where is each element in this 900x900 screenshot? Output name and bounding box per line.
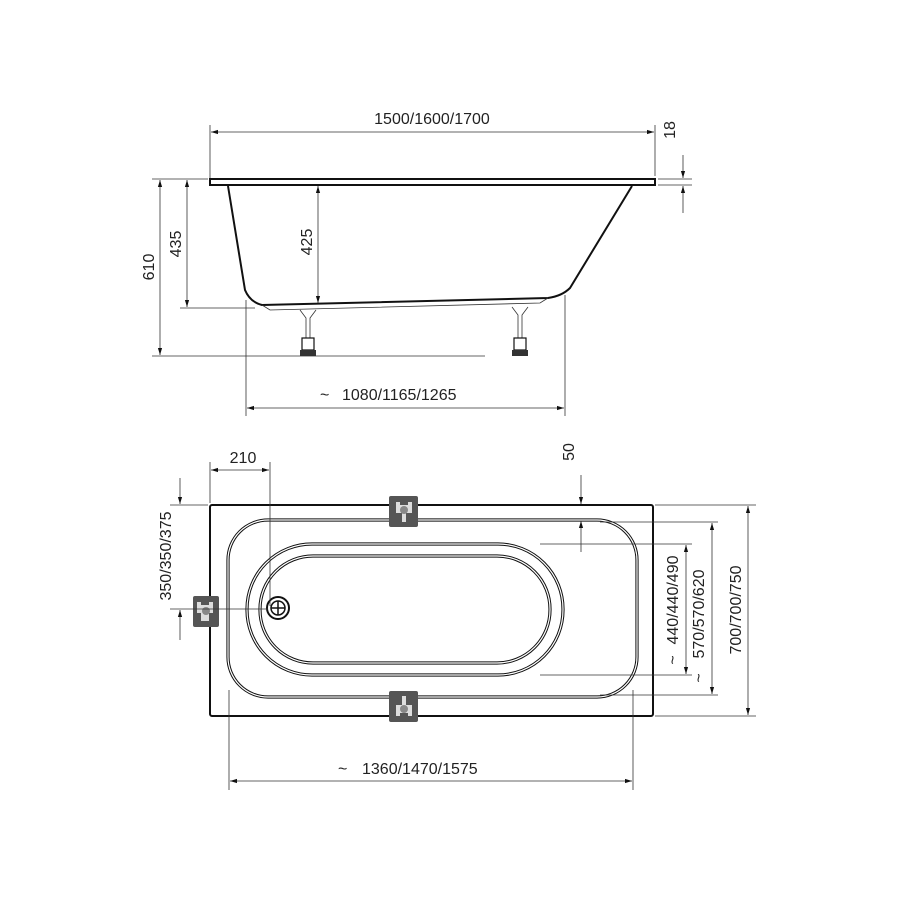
length-label: 1500/1600/1700 — [374, 111, 490, 128]
tub-bottom — [261, 297, 549, 311]
bracket-bottom-icon — [389, 691, 418, 722]
bottom-length-label: 1080/1165/1265 — [342, 387, 457, 404]
bottom-width-label: 440/440/490 — [665, 555, 682, 644]
inner-depth-label: 425 — [299, 229, 316, 256]
basin-edge — [245, 542, 565, 677]
inner-width-label: 570/570/620 — [691, 569, 708, 658]
tub-body — [227, 185, 633, 307]
drain-offset-label: 210 — [230, 450, 257, 467]
side-view: 1500/1600/1700 18 610 435 425 ~ 1080/116… — [141, 111, 692, 416]
plan-view: 210 50 350/350/375 440/440/490 ~ 570/570… — [158, 443, 756, 790]
basin-bottom — [258, 554, 552, 665]
tilde: ~ — [338, 761, 347, 778]
tilde: ~ — [320, 387, 329, 404]
leg-right — [511, 306, 529, 356]
drain-center-label: 350/350/375 — [158, 511, 175, 600]
bracket-left-icon — [193, 596, 219, 627]
tub-rim — [209, 178, 656, 186]
leg-left — [299, 309, 317, 356]
rim-thickness-label: 18 — [662, 121, 679, 139]
bracket-top-icon — [389, 496, 418, 527]
tub-height-label: 435 — [168, 231, 185, 258]
inner-length-label: 1360/1470/1575 — [362, 761, 478, 778]
total-width-label: 700/700/750 — [728, 565, 745, 654]
tilde: ~ — [691, 673, 708, 682]
tilde: ~ — [665, 655, 682, 664]
drain-icon — [266, 596, 290, 620]
total-height-label: 610 — [141, 254, 158, 281]
rim-offset-label: 50 — [561, 443, 578, 461]
